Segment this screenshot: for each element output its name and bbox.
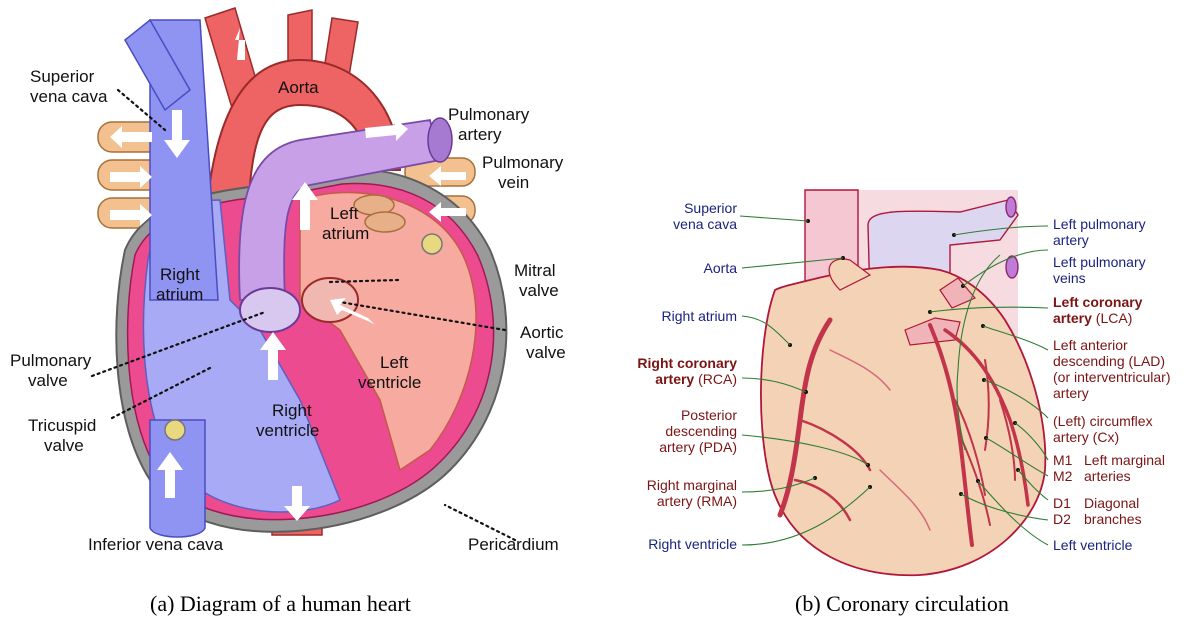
label-lpv-2: veins: [1053, 270, 1086, 286]
coronary-labels-left: Superior vena cava Aorta Right atrium Ri…: [637, 200, 737, 552]
label-lca-2b: (LCA): [1092, 310, 1132, 326]
label-pulmonary-artery-1: Pulmonary: [448, 105, 530, 124]
label-lca-2a: artery: [1053, 310, 1092, 326]
label-tricuspid-valve-2: valve: [44, 436, 84, 455]
label-cx-2: artery (Cx): [1053, 429, 1119, 445]
label-mitral-valve-1: Mitral: [514, 261, 556, 280]
label-d2: D2: [1053, 511, 1071, 527]
label-lca-2: artery (LCA): [1053, 310, 1132, 326]
label-rca-1: Right coronary: [637, 355, 737, 371]
label-mitral-valve-2: valve: [519, 281, 559, 300]
label-lad-3: (or interventricular): [1053, 369, 1170, 385]
label-pulmonary-vein-1: Pulmonary: [482, 153, 564, 172]
label-pulmonary-vein-2: vein: [498, 173, 529, 192]
label-left-atrium-1: Left: [330, 204, 359, 223]
label-rca-2a: artery: [655, 371, 694, 387]
label-aortic-valve-1: Aortic: [520, 323, 564, 342]
label-left-ventricle-b: Left ventricle: [1053, 537, 1133, 553]
label-diag-2: branches: [1084, 511, 1142, 527]
label-marginal-1: Left marginal: [1084, 452, 1165, 468]
label-right-ventricle-1: Right: [272, 401, 312, 420]
label-svc-2: vena cava: [673, 216, 737, 232]
label-lpa-1: Left pulmonary: [1053, 216, 1146, 232]
label-svc-1: Superior: [684, 200, 737, 216]
label-superior-vena-cava-2: vena cava: [30, 87, 108, 106]
coronary-labels-right: Left pulmonary artery Left pulmonary vei…: [1053, 216, 1170, 553]
label-pulmonary-artery-2: artery: [458, 125, 502, 144]
label-pulmonary-valve-2: valve: [28, 371, 68, 390]
label-pda-1: Posterior: [681, 407, 737, 423]
label-aorta-b: Aorta: [704, 260, 738, 276]
label-diag-1: Diagonal: [1084, 495, 1139, 511]
label-m1: M1: [1053, 452, 1073, 468]
label-lad-4: artery: [1053, 385, 1089, 401]
label-left-ventricle-2: ventricle: [358, 373, 421, 392]
label-pda-2: descending: [665, 423, 737, 439]
coronary-diagram: Superior vena cava Aorta Right atrium Ri…: [637, 190, 1170, 616]
label-lpv-1: Left pulmonary: [1053, 254, 1146, 270]
label-right-atrium-1: Right: [160, 265, 200, 284]
heart-diagram: Superior vena cava Aorta Pulmonary arter…: [10, 8, 566, 616]
label-d1: D1: [1053, 495, 1071, 511]
label-pericardium: Pericardium: [468, 535, 559, 554]
label-left-atrium-2: atrium: [322, 224, 369, 243]
label-right-ventricle-b: Right ventricle: [648, 536, 737, 552]
label-aorta: Aorta: [278, 78, 319, 97]
label-tricuspid-valve-1: Tricuspid: [28, 416, 96, 435]
label-right-ventricle-2: ventricle: [256, 421, 319, 440]
label-aortic-valve-2: valve: [526, 343, 566, 362]
label-marginal-2: arteries: [1084, 468, 1131, 484]
label-rca-2: artery (RCA): [655, 371, 737, 387]
label-superior-vena-cava-1: Superior: [30, 67, 95, 86]
label-lad-2: descending (LAD): [1053, 353, 1165, 369]
label-rma-1: Right marginal: [647, 477, 737, 493]
label-cx-1: (Left) circumflex: [1053, 413, 1153, 429]
label-left-ventricle-1: Left: [380, 353, 409, 372]
label-lca-1: Left coronary: [1053, 294, 1143, 310]
label-m2: M2: [1053, 468, 1073, 484]
label-rca-2b: (RCA): [694, 371, 737, 387]
label-lad-1: Left anterior: [1053, 337, 1128, 353]
caption-a: (a) Diagram of a human heart: [150, 591, 411, 616]
label-inferior-vena-cava: Inferior vena cava: [88, 535, 224, 554]
label-right-atrium-2: atrium: [156, 285, 203, 304]
label-pda-3: artery (PDA): [659, 439, 737, 455]
label-right-atrium-b: Right atrium: [662, 308, 737, 324]
caption-b: (b) Coronary circulation: [795, 591, 1009, 616]
label-rma-2: artery (RMA): [657, 493, 737, 509]
label-lpa-2: artery: [1053, 232, 1089, 248]
label-pulmonary-valve-1: Pulmonary: [10, 351, 92, 370]
